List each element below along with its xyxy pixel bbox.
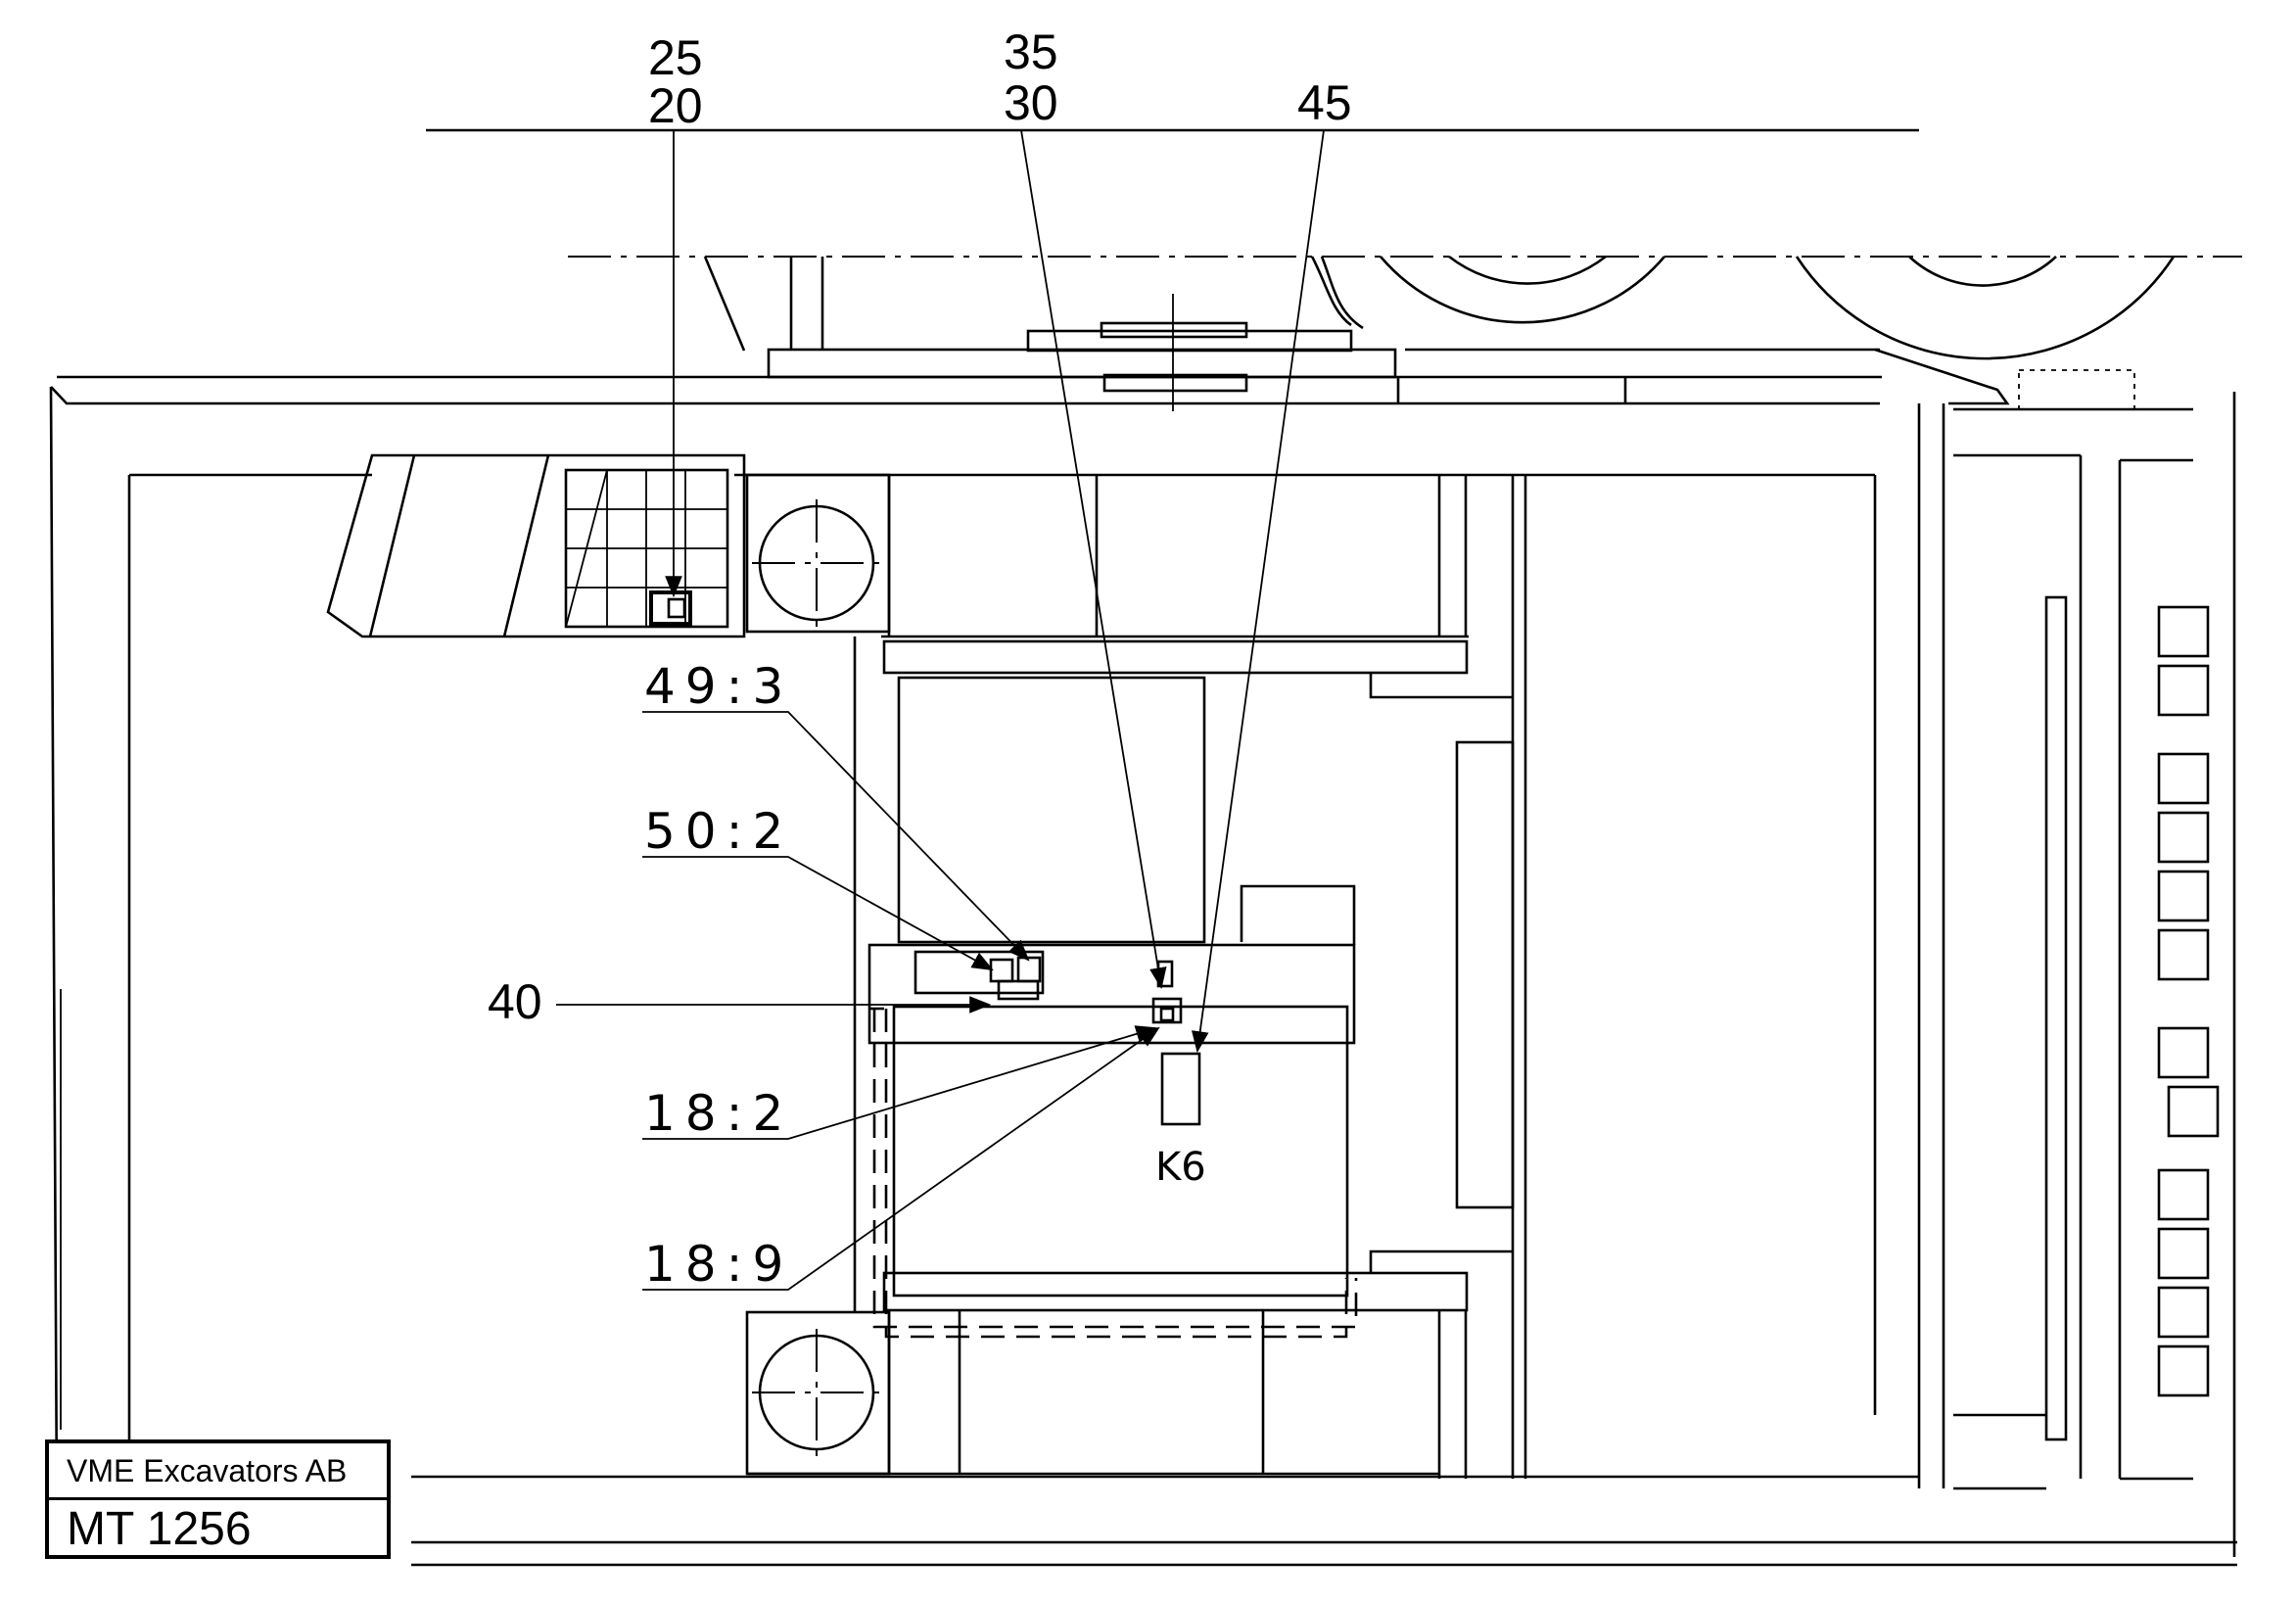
wiring-harness (869, 1007, 1358, 1339)
leader-lines (556, 129, 1325, 1291)
callout-20: 20 (648, 78, 703, 133)
callout-40: 40 (488, 974, 542, 1029)
upper-structure (703, 255, 2176, 411)
company-name: VME Excavators AB (49, 1443, 387, 1500)
drawing-code: MT 1256 (67, 1503, 252, 1555)
component-k6 (1160, 1052, 1201, 1126)
callout-35: 35 (1004, 24, 1058, 79)
right-side-column (1953, 392, 2236, 1557)
fan-bottom (745, 1310, 891, 1476)
fuse-box (326, 453, 746, 638)
reference-50-2: 50:2 (644, 803, 793, 860)
top-guide-lines (426, 128, 2242, 258)
reference-49-3: 49:3 (644, 658, 793, 715)
outer-frame (49, 348, 2237, 1567)
connectors (989, 956, 1183, 1024)
callout-25: 25 (648, 30, 703, 85)
component-k6-label: K6 (1155, 1145, 1206, 1190)
title-block: VME Excavators AB MT 1256 (45, 1439, 391, 1559)
callout-30: 30 (1004, 75, 1058, 130)
reference-18-9: 18:9 (644, 1236, 793, 1293)
reference-18-2: 18:2 (644, 1085, 793, 1142)
fan-top (745, 473, 891, 634)
callout-45: 45 (1297, 75, 1352, 130)
central-compartment (747, 475, 1527, 1479)
